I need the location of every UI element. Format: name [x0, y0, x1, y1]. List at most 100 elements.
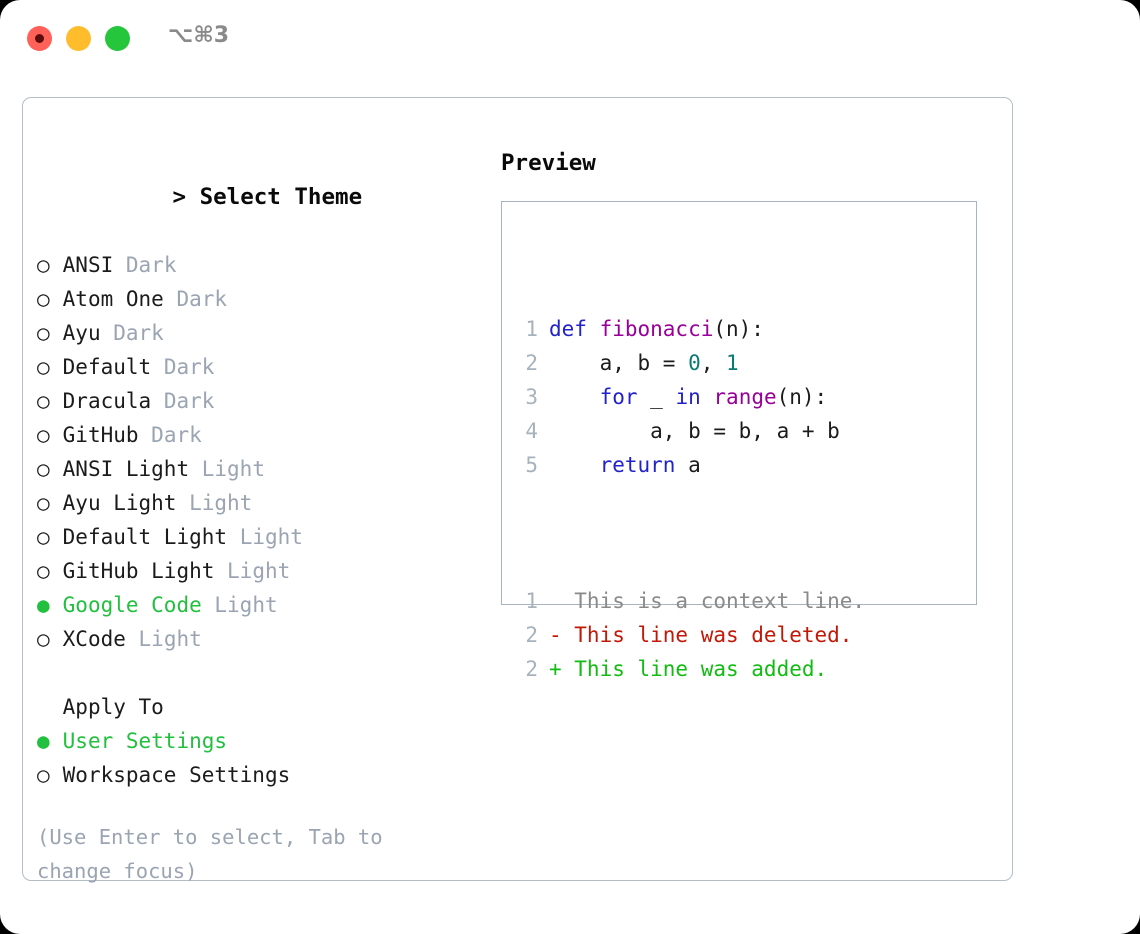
keyboard-hint-text: (Use Enter to select, Tab to change focu…	[37, 825, 395, 883]
code-token: range	[713, 385, 777, 409]
title-bar: ⌥⌘3	[0, 0, 1140, 78]
code-line: 4 a, b = b, a + b	[514, 414, 865, 448]
code-token: in	[675, 385, 701, 409]
code-line-number: 2	[525, 351, 538, 375]
code-token	[549, 453, 600, 477]
list-spacer	[37, 656, 487, 690]
theme-option-label: ANSI Light	[62, 457, 190, 481]
radio-unselected-icon: ○	[37, 423, 50, 447]
code-line-number: 1	[525, 317, 538, 341]
theme-option-atom-one[interactable]: ○ Atom One Dark	[37, 282, 487, 316]
theme-option-label: Google Code	[62, 593, 202, 617]
diff-line-number: 1	[525, 589, 538, 613]
apply-to-heading: Apply To	[37, 690, 487, 724]
theme-option-category: Light	[138, 627, 202, 651]
code-token: fibonacci	[599, 317, 714, 341]
code-line: 1 def fibonacci(n):	[514, 312, 865, 346]
theme-option-dracula[interactable]: ○ Dracula Dark	[37, 384, 487, 418]
code-token: a, b =	[549, 351, 689, 375]
theme-option-category: Dark	[125, 253, 177, 277]
theme-option-category: Dark	[113, 321, 164, 345]
apply-to-option-workspace-settings[interactable]: ○ Workspace Settings	[37, 758, 487, 792]
select-theme-heading-text: Select Theme	[199, 184, 363, 210]
radio-unselected-icon: ○	[37, 763, 50, 787]
code-line: 2 a, b = 0, 1	[514, 346, 865, 380]
theme-option-ansi[interactable]: ○ ANSI Dark	[37, 248, 487, 282]
theme-option-ayu-light[interactable]: ○ Ayu Light Light	[37, 486, 487, 520]
theme-option-list: ○ ANSI Dark○ Atom One Dark○ Ayu Dark○ De…	[37, 248, 487, 656]
theme-picker-column: > Select Theme ○ ANSI Dark○ Atom One Dar…	[37, 146, 487, 888]
minimize-window-button[interactable]	[66, 26, 91, 51]
theme-option-default[interactable]: ○ Default Dark	[37, 350, 487, 384]
theme-option-label: Dracula	[62, 389, 152, 413]
prompt-caret-icon: >	[172, 184, 187, 210]
code-token: (n):	[776, 385, 828, 409]
code-token: (n):	[713, 317, 764, 341]
code-token	[549, 385, 600, 409]
radio-unselected-icon: ○	[37, 321, 50, 345]
keyboard-shortcut-label: ⌥⌘3	[168, 23, 230, 48]
apply-to-option-user-settings[interactable]: ● User Settings	[37, 724, 487, 758]
theme-option-label: XCode	[62, 627, 126, 651]
theme-option-label: ANSI	[62, 253, 114, 277]
theme-option-category: Light	[214, 593, 278, 617]
close-window-button[interactable]	[27, 26, 52, 51]
theme-option-default-light[interactable]: ○ Default Light Light	[37, 520, 487, 554]
theme-option-category: Light	[201, 457, 265, 481]
theme-option-label: GitHub	[62, 423, 139, 447]
code-line-number: 4	[525, 419, 538, 443]
code-token: return	[599, 453, 676, 477]
theme-option-xcode[interactable]: ○ XCode Light	[37, 622, 487, 656]
code-token: a	[675, 453, 701, 477]
maximize-window-button[interactable]	[105, 26, 130, 51]
code-line-number: 3	[525, 385, 538, 409]
code-token: def	[549, 317, 600, 341]
radio-unselected-icon: ○	[37, 627, 50, 651]
theme-option-category: Light	[189, 491, 253, 515]
radio-unselected-icon: ○	[37, 559, 50, 583]
apply-to-heading-text: Apply To	[62, 695, 164, 719]
theme-option-label: Ayu Light	[62, 491, 177, 515]
diff-lines: 1 This is a context line. 2 - This line wa…	[514, 584, 865, 686]
theme-option-github[interactable]: ○ GitHub Dark	[37, 418, 487, 452]
code-token: a, b = b, a + b	[549, 419, 840, 443]
radio-selected-icon: ●	[37, 729, 50, 753]
theme-option-category: Light	[227, 559, 291, 583]
panel-columns: > Select Theme ○ ANSI Dark○ Atom One Dar…	[23, 98, 1012, 883]
code-token: 0	[688, 351, 701, 375]
radio-unselected-icon: ○	[37, 525, 50, 549]
theme-option-google-code[interactable]: ● Google Code Light	[37, 588, 487, 622]
apply-to-option-list: ● User Settings○ Workspace Settings	[37, 724, 487, 792]
radio-unselected-icon: ○	[37, 491, 50, 515]
code-line-number: 5	[525, 453, 538, 477]
preview-heading: Preview	[501, 150, 596, 176]
theme-option-ansi-light[interactable]: ○ ANSI Light Light	[37, 452, 487, 486]
theme-option-github-light[interactable]: ○ GitHub Light Light	[37, 554, 487, 588]
code-token	[701, 385, 714, 409]
diff-line-text: - This line was deleted.	[549, 623, 853, 647]
diff-line-number: 2	[525, 657, 538, 681]
radio-unselected-icon: ○	[37, 389, 50, 413]
diff-line: 1 This is a context line.	[514, 584, 865, 618]
select-theme-heading: > Select Theme	[37, 146, 487, 248]
diff-line: 2+ This line was added.	[514, 652, 865, 686]
window-controls	[27, 26, 130, 51]
theme-option-category: Dark	[151, 423, 202, 447]
radio-unselected-icon: ○	[37, 457, 50, 481]
diff-line-number: 2	[525, 623, 538, 647]
main-panel: > Select Theme ○ ANSI Dark○ Atom One Dar…	[22, 97, 1013, 883]
theme-option-label: Default	[62, 355, 152, 379]
radio-selected-icon: ●	[37, 593, 50, 617]
theme-option-label: GitHub Light	[62, 559, 215, 583]
theme-option-category: Dark	[163, 355, 215, 379]
code-token: ,	[700, 351, 727, 375]
code-token: for	[599, 385, 638, 409]
theme-option-ayu[interactable]: ○ Ayu Dark	[37, 316, 487, 350]
radio-unselected-icon: ○	[37, 355, 50, 379]
apply-to-option-label: Workspace Settings	[62, 763, 291, 787]
